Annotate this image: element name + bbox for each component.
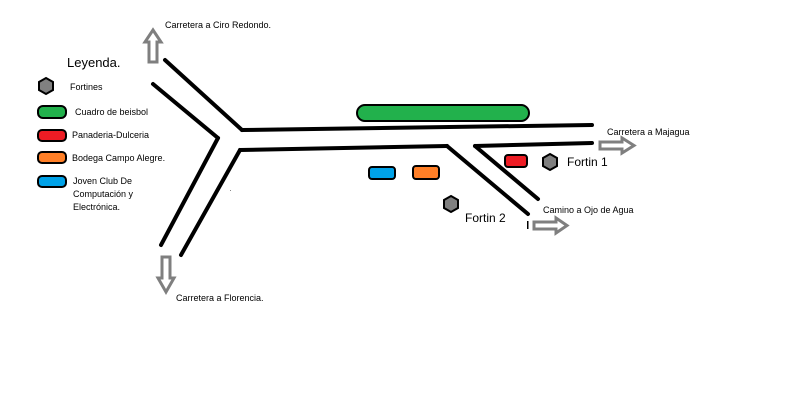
legend-label-beisbol: Cuadro de beisbol — [75, 107, 149, 117]
fortin2-hexagon-icon — [443, 194, 459, 214]
label-southeast: Camino a Ojo de Agua — [543, 205, 634, 215]
road-south-inner-edge — [179, 148, 242, 257]
road-main-upper-edge — [240, 123, 594, 132]
label-east: Carretera a Majagua — [607, 127, 690, 137]
roads — [151, 58, 594, 257]
legend-fortines-hexagon-icon — [38, 76, 54, 96]
arrow-south-icon — [155, 255, 177, 296]
legend-joven-club-swatch — [37, 175, 67, 188]
road-branch-inner-edge — [473, 144, 540, 201]
legend-label-joven-club-line1: Joven Club De — [73, 176, 133, 186]
legend-label-joven-club-line2: Computación y — [73, 189, 134, 199]
label-fortin1: Fortin 1 — [567, 155, 608, 169]
arrow-north-icon — [142, 27, 164, 64]
legend-panaderia-swatch — [37, 129, 67, 142]
small-dot — [230, 190, 231, 191]
legend-beisbol-swatch — [37, 105, 67, 119]
arrow-east-icon — [598, 135, 637, 156]
road-east-lower-edge — [473, 141, 594, 148]
label-north: Carretera a Ciro Redondo. — [165, 20, 272, 30]
legend-title: Leyenda. — [67, 55, 121, 70]
legend-label-joven-club-line3: Electrónica. — [73, 202, 121, 212]
legend-label-fortines: Fortines — [70, 82, 103, 92]
legend-label-joven-club: Joven Club De Computación y Electrónica. — [73, 175, 133, 214]
label-fortin2: Fortin 2 — [465, 211, 506, 225]
arrow-southeast-icon — [532, 215, 570, 236]
legend-label-panaderia: Panaderia-Dulceria — [72, 130, 150, 140]
baseball-field-marker — [356, 104, 530, 122]
road-north-upper-edge — [163, 58, 244, 132]
bodega-marker — [412, 165, 440, 180]
direction-arrows — [142, 27, 637, 296]
road-main-lower-edge — [238, 144, 449, 152]
fortin1-hexagon-icon — [542, 152, 558, 172]
legend-label-bodega: Bodega Campo Alegre. — [72, 153, 166, 163]
road-branch-outer-edge — [445, 144, 530, 216]
small-mark — [527, 221, 529, 229]
panaderia-marker — [504, 154, 528, 168]
joven-club-marker — [368, 166, 396, 180]
road-south-outer-edge — [159, 136, 220, 247]
legend-bodega-swatch — [37, 151, 67, 164]
road-north-lower-edge — [151, 82, 220, 140]
label-south: Carretera a Florencia. — [176, 293, 264, 303]
